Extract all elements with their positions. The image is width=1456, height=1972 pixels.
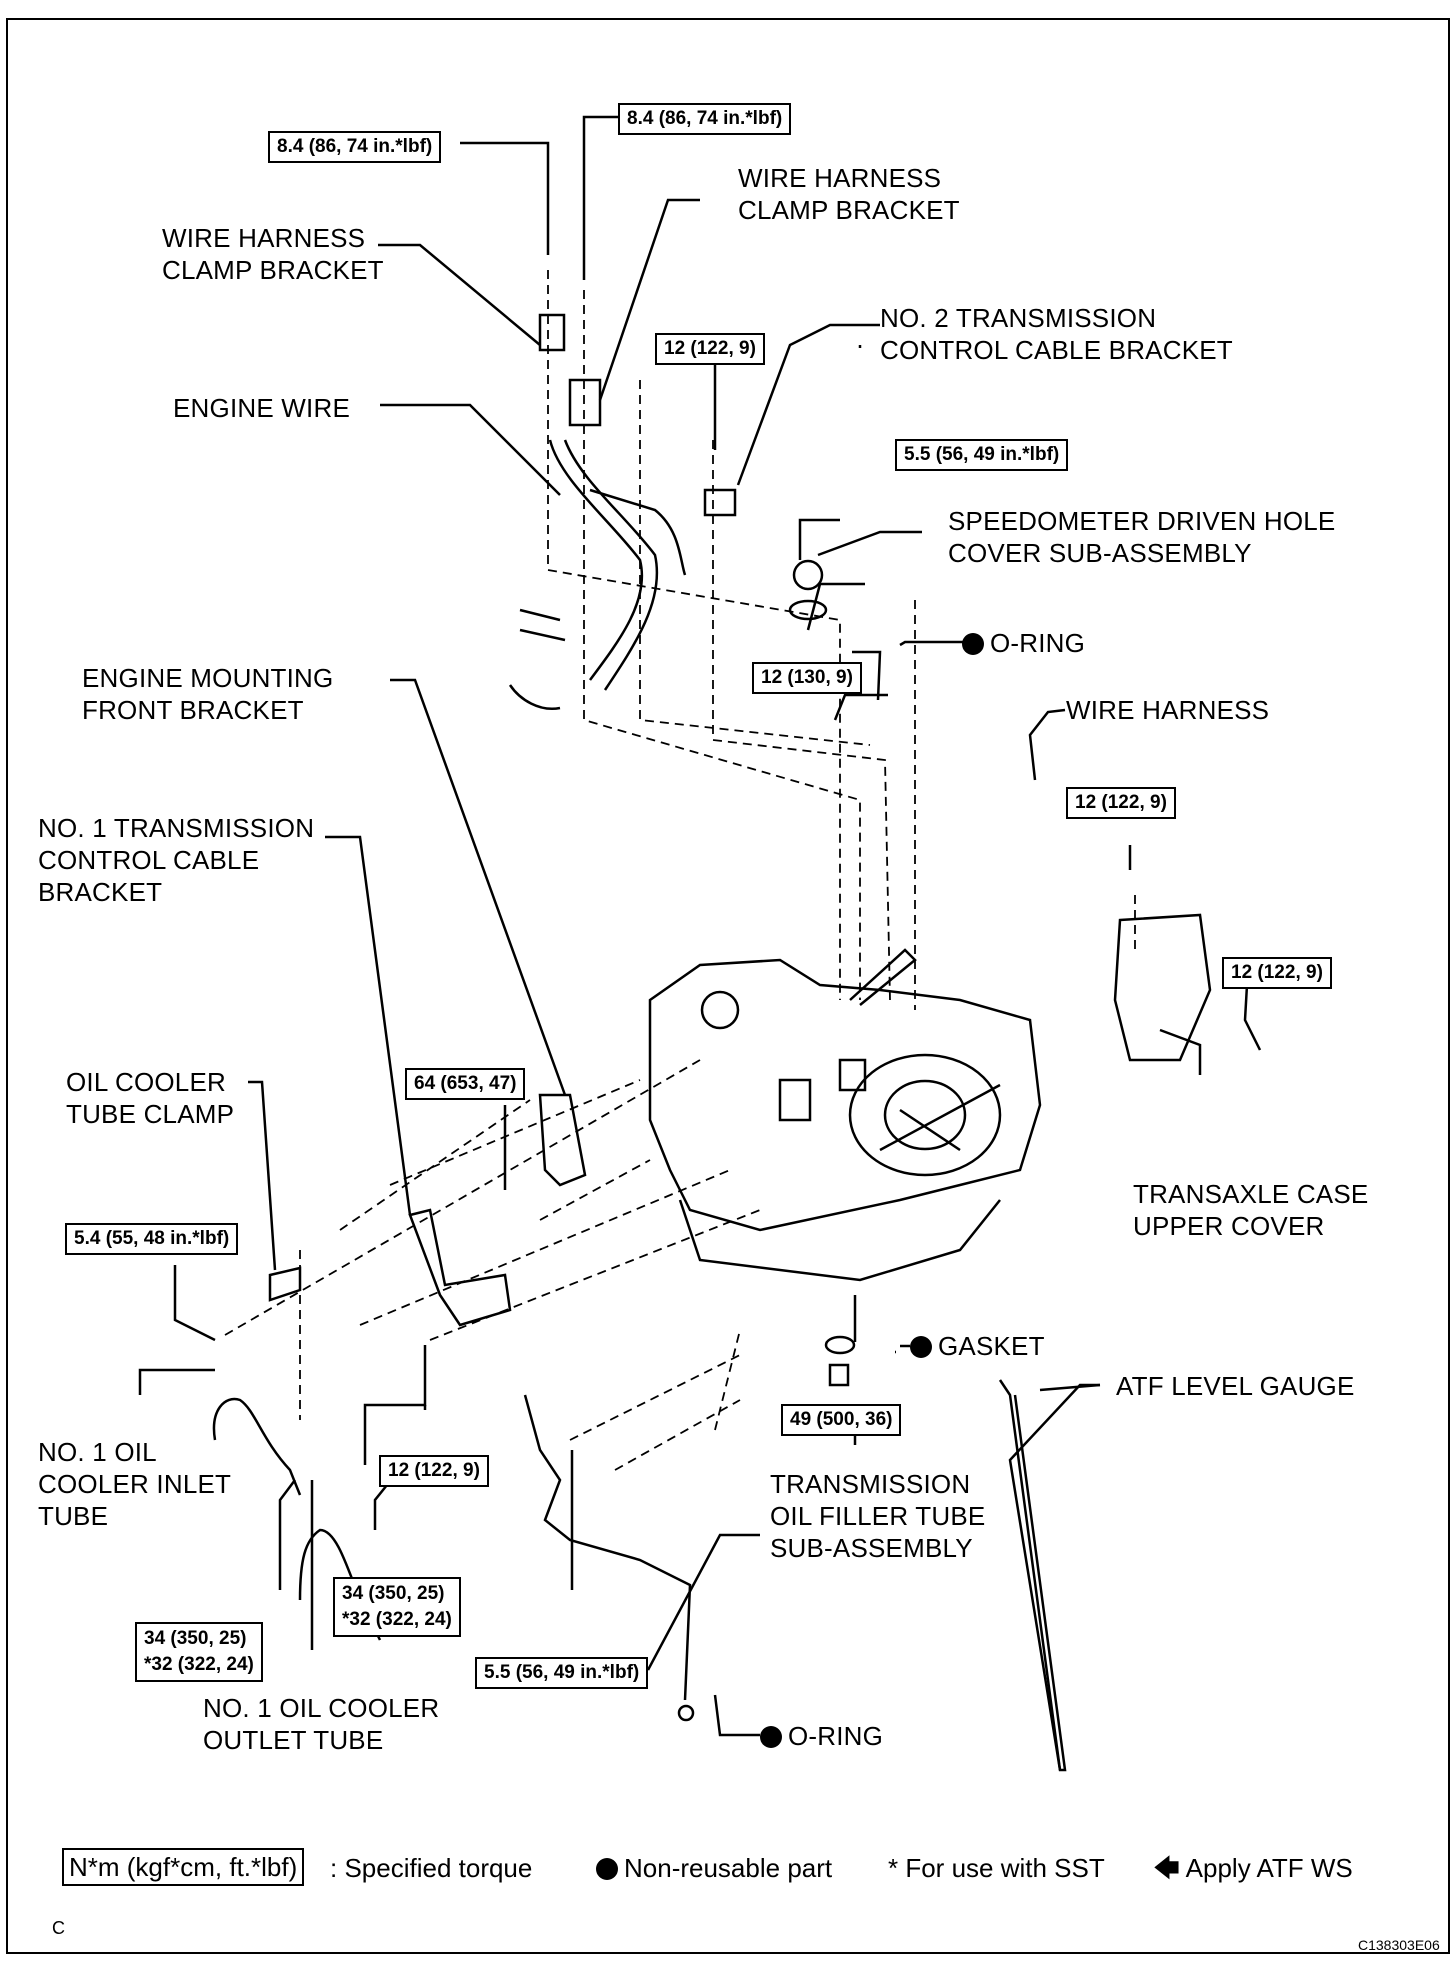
legend-torque-desc: : Specified torque (330, 1853, 533, 1883)
o-ring-bottom-text: O-RING (788, 1721, 884, 1751)
non-reusable-dot-icon (910, 1336, 932, 1358)
label-gasket: GASKET (910, 1330, 1045, 1362)
torque-clamp-bracket-left: 8.4 (86, 74 in.*lbf) (268, 131, 442, 163)
torque-tube-clamp: 5.4 (55, 48 in.*lbf) (65, 1223, 239, 1255)
left-arrow-icon: 🡄 (1153, 1853, 1180, 1883)
engine-wire-harness (508, 439, 687, 711)
label-no1-oil-cooler-outlet-tube: NO. 1 OIL COOLER OUTLET TUBE (203, 1693, 440, 1755)
torque-no1-cable-bracket: 12 (122, 9) (379, 1455, 489, 1487)
label-transmission-oil-filler-tube: TRANSMISSION OIL FILLER TUBE SUB-ASSEMBL… (770, 1469, 986, 1563)
o-ring-top-text: O-RING (990, 628, 1086, 658)
label-oil-cooler-tube-clamp: OIL COOLER TUBE CLAMP (66, 1067, 235, 1129)
torque-upper-cover-side: 12 (122, 9) (1222, 957, 1332, 989)
torque-clamp-bracket-right: 8.4 (86, 74 in.*lbf) (618, 103, 792, 135)
legend-torque-unit-box: N*m (kgf*cm, ft.*lbf) (62, 1848, 305, 1886)
legend-non-reusable-text: Non-reusable part (624, 1853, 833, 1883)
label-no1-oil-cooler-inlet-tube: NO. 1 OIL COOLER INLET TUBE (38, 1437, 232, 1531)
footer-left-code: C (52, 1918, 65, 1938)
torque-upper-cover-top: 12 (122, 9) (1066, 787, 1176, 819)
legend-non-reusable: Non-reusable part (596, 1852, 832, 1884)
label-speedometer-driven-hole-cover: SPEEDOMETER DRIVEN HOLE COVER SUB-ASSEMB… (948, 506, 1336, 568)
label-wire-harness-clamp-bracket-right: WIRE HARNESS CLAMP BRACKET (738, 163, 960, 225)
torque-engine-mount-bracket: 64 (653, 47) (405, 1068, 526, 1100)
non-reusable-dot-icon (596, 1858, 618, 1880)
label-engine-mounting-front-bracket: ENGINE MOUNTING FRONT BRACKET (82, 663, 334, 725)
non-reusable-dot-icon (760, 1726, 782, 1748)
label-transaxle-case-upper-cover: TRANSAXLE CASE UPPER COVER (1133, 1179, 1369, 1241)
label-o-ring-bottom: O-RING (760, 1720, 883, 1752)
label-no2-transmission-control-cable-bracket: NO. 2 TRANSMISSION CONTROL CABLE BRACKET (880, 303, 1233, 365)
legend-sst: * For use with SST (888, 1853, 1105, 1883)
torque-inlet-tube-union: 34 (350, 25) *32 (322, 24) (135, 1622, 263, 1682)
non-reusable-dot-icon (962, 633, 984, 655)
transaxle-body (648, 948, 1042, 1282)
legend-atf-text: Apply ATF WS (1185, 1853, 1353, 1883)
torque-drain-plug: 49 (500, 36) (781, 1404, 902, 1436)
label-no1-transmission-control-cable-bracket: NO. 1 TRANSMISSION CONTROL CABLE BRACKET (38, 813, 315, 907)
label-wire-harness-clamp-bracket-left: WIRE HARNESS CLAMP BRACKET (162, 223, 384, 285)
torque-wire-harness-bolt: 12 (130, 9) (752, 662, 862, 694)
label-engine-wire: ENGINE WIRE (173, 393, 350, 423)
torque-speedometer-cover: 5.5 (56, 49 in.*lbf) (895, 439, 1069, 471)
legend-atf: 🡄 Apply ATF WS (1153, 1852, 1353, 1884)
torque-filler-tube-bolt: 5.5 (56, 49 in.*lbf) (475, 1657, 649, 1689)
label-o-ring-top: O-RING (962, 627, 1085, 659)
leader-lines (138, 115, 1262, 1771)
torque-no2-cable-bracket: 12 (122, 9) (655, 333, 765, 365)
gasket-text: GASKET (938, 1331, 1045, 1361)
diagram-frame (6, 18, 1450, 1954)
assembly-dashed-lines (224, 270, 1136, 1471)
figure-code: C138303E06 (1358, 1937, 1440, 1953)
label-wire-harness: WIRE HARNESS (1066, 695, 1270, 725)
label-atf-level-gauge: ATF LEVEL GAUGE (1116, 1371, 1355, 1401)
torque-outlet-tube-union: 34 (350, 25) *32 (322, 24) (333, 1577, 461, 1637)
